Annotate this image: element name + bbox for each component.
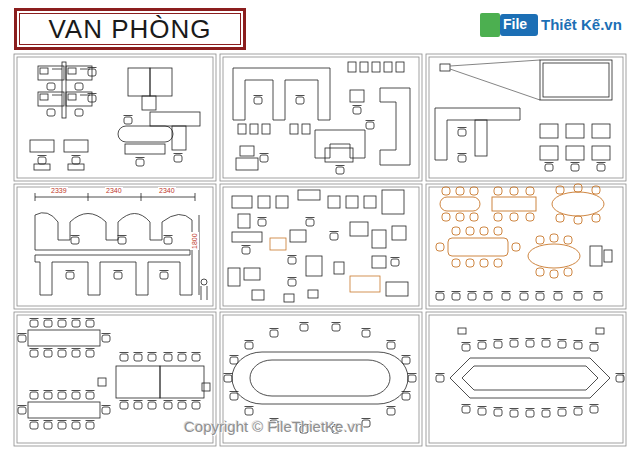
title: VAN PHÒNG: [48, 14, 211, 45]
dimension: 1800: [191, 232, 199, 250]
watermark: Copyright © FileThietKe.vn: [184, 419, 363, 436]
executive-desks: [233, 62, 410, 174]
boat-conference: [436, 328, 625, 417]
dimension: 2339: [50, 187, 68, 195]
logo-word: Thiết Kế.vn: [541, 17, 622, 34]
dimension: 2340: [105, 187, 123, 195]
title-frame: VAN PHÒNG: [14, 8, 246, 50]
logo-icon: [480, 13, 538, 37]
panel-frames: [14, 54, 626, 446]
curved-cubicles: [35, 193, 207, 300]
furniture-set: [228, 190, 408, 302]
projector-room: [435, 60, 612, 171]
meeting-tables: [18, 319, 211, 430]
workstations: [30, 62, 200, 170]
dimension: 2340: [158, 187, 176, 195]
logo-word: File: [503, 17, 527, 32]
oval-conference: [224, 323, 417, 434]
chair-row: [436, 246, 613, 300]
conference-tables: [436, 184, 604, 278]
